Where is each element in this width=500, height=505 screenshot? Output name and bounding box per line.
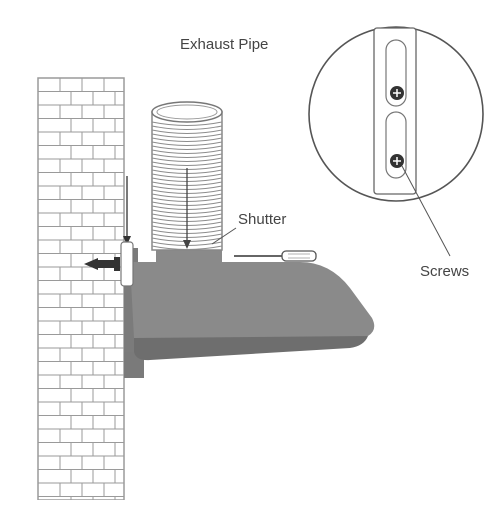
- pipe-rib: [151, 121, 223, 126]
- range-hood: [124, 248, 375, 378]
- screw-icon: [390, 86, 404, 100]
- wall-plug-head: [114, 257, 120, 271]
- pipe-rib: [151, 153, 223, 158]
- pipe-direction-arrow-head: [183, 240, 191, 249]
- wall-plug-tip: [84, 258, 98, 270]
- pipe-rib: [151, 161, 223, 166]
- shutter-collar: [156, 248, 222, 264]
- pipe-inner-rim: [156, 104, 218, 120]
- screws-label: Screws: [420, 263, 470, 280]
- wall-outline: [37, 77, 125, 501]
- exhaust-pipe-label: Exhaust Pipe: [180, 36, 269, 53]
- wall-bracket: [120, 241, 134, 287]
- pipe-rib: [151, 157, 223, 162]
- bracket-arrow-head: [123, 236, 131, 245]
- pipe-rib: [151, 145, 223, 150]
- wall-plug-icon: [84, 257, 120, 271]
- hood-canopy: [130, 262, 375, 351]
- pipe-rib: [151, 125, 223, 130]
- screw-icon: [390, 154, 404, 168]
- pipe-rib: [151, 245, 223, 250]
- wall-plug-body: [98, 260, 114, 268]
- pipe-rib: [151, 137, 223, 142]
- magnified-detail: [308, 26, 484, 202]
- pipe-top-rim: [151, 101, 223, 123]
- brick-courses: [38, 77, 124, 500]
- screws-leader-line: [401, 165, 451, 257]
- shutter-leader-line: [211, 227, 237, 245]
- screwdriver-icon: [234, 250, 317, 262]
- shutter-label: Shutter: [238, 211, 287, 228]
- pipe-rib: [151, 141, 223, 146]
- pipe-rib: [151, 133, 223, 138]
- screwdriver-handle: [281, 250, 317, 262]
- hood-front-edge: [134, 336, 368, 361]
- exhaust-pipe: [151, 101, 223, 251]
- pipe-rib: [151, 129, 223, 134]
- brick-wall: [37, 77, 125, 501]
- pipe-rib: [151, 149, 223, 154]
